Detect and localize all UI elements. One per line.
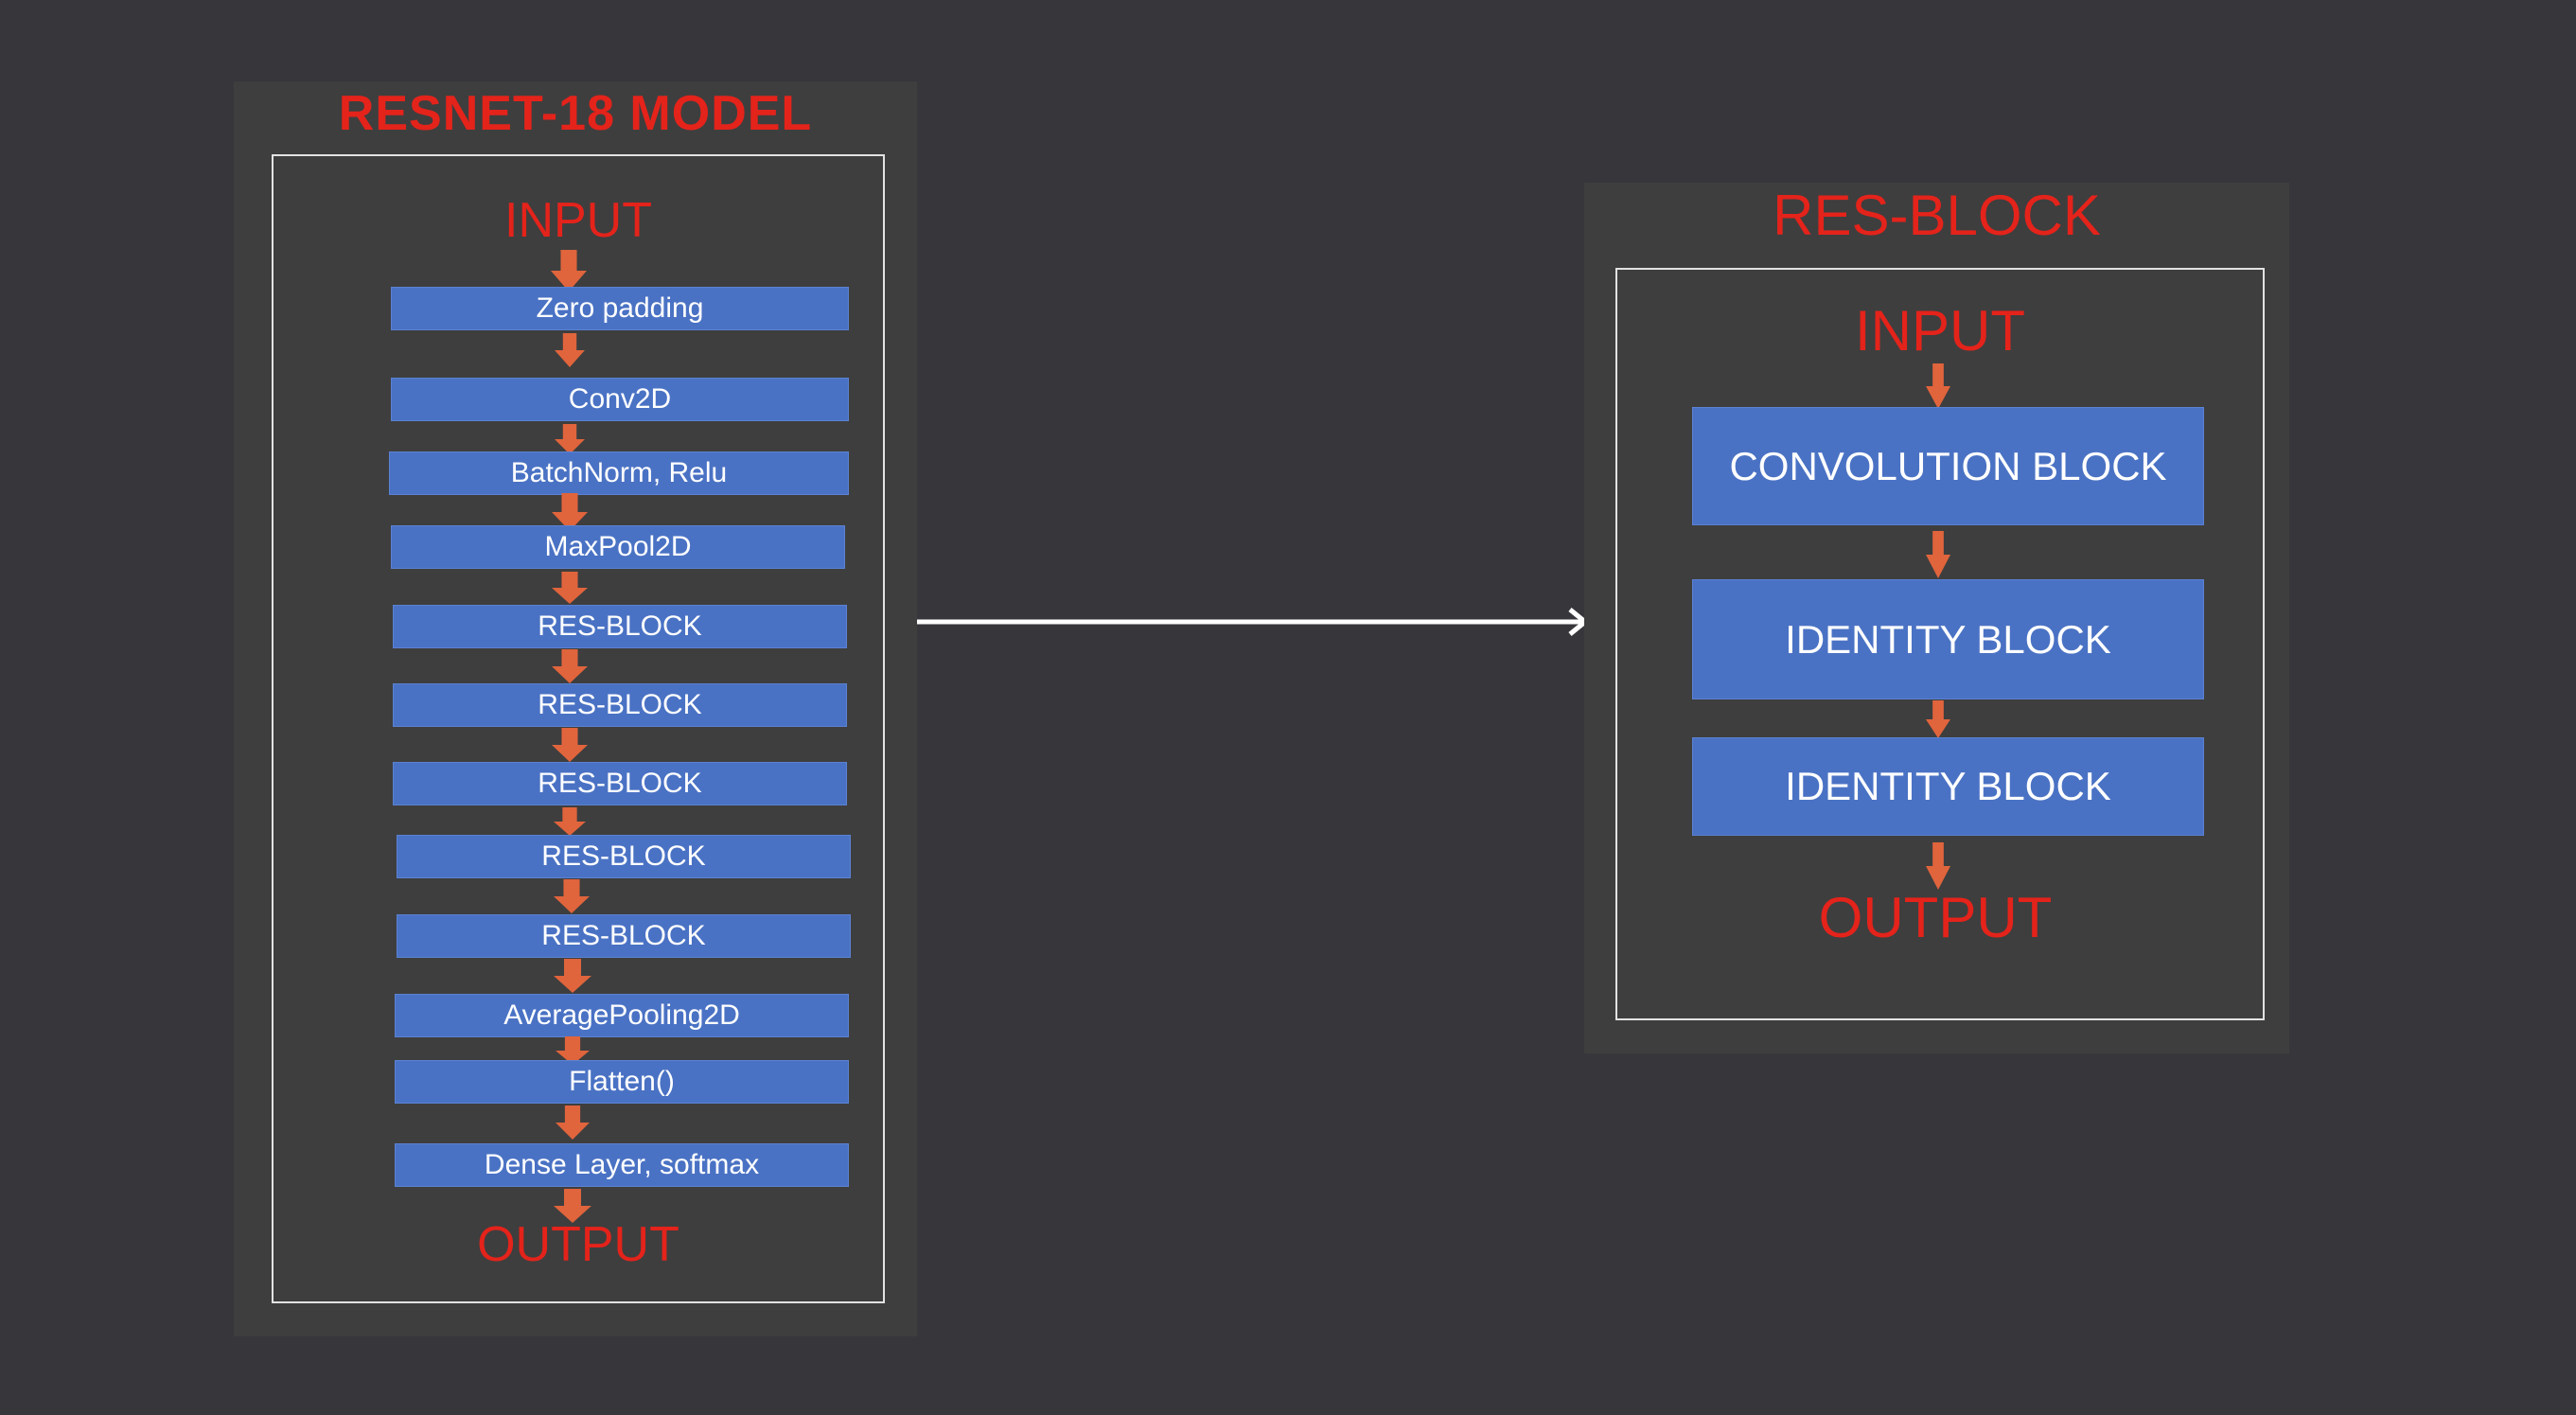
identity-block-2: IDENTITY BLOCK [1692,737,2204,836]
down-arrow-icon [555,424,585,454]
layer-zero-padding: Zero padding [391,287,849,330]
down-arrow-icon [1926,531,1950,578]
down-arrow-icon [556,1036,590,1065]
down-arrow-icon [552,649,588,683]
resnet-model-panel: RESNET-18 MODEL INPUT Zero padding Conv2… [234,81,917,1336]
res-block-title: RES-BLOCK [1773,184,2101,247]
down-arrow-icon [554,879,590,913]
down-arrow-icon [551,250,587,292]
resnet-model-frame: INPUT Zero padding Conv2D BatchNorm, Rel… [272,154,885,1303]
layer-res-block-4: RES-BLOCK [397,835,851,878]
res-block-output-label: OUTPUT [1818,886,2053,949]
down-arrow-icon [552,728,588,762]
resnet-model-title: RESNET-18 MODEL [338,86,813,141]
layer-res-block-5: RES-BLOCK [397,914,851,958]
down-arrow-icon [552,572,588,604]
down-arrow-icon [552,493,588,531]
layer-average-pooling2d: AveragePooling2D [395,994,849,1037]
res-block-panel: RES-BLOCK INPUT CONVOLUTION BLOCK IDENTI… [1584,183,2289,1053]
down-arrow-icon [555,333,585,367]
layer-res-block-1: RES-BLOCK [393,605,847,648]
res-block-frame: INPUT CONVOLUTION BLOCK IDENTITY BLOCK I… [1615,268,2265,1020]
layer-flatten: Flatten() [395,1060,849,1104]
down-arrow-icon [1926,842,1950,890]
convolution-block: CONVOLUTION BLOCK [1692,407,2204,525]
res-block-input-label: INPUT [1855,299,2025,363]
layer-res-block-2: RES-BLOCK [393,683,847,727]
down-arrow-icon [1926,700,1950,738]
layer-maxpool2d: MaxPool2D [391,525,845,569]
layer-batchnorm-relu: BatchNorm, Relu [389,451,849,495]
down-arrow-icon [556,1105,590,1140]
down-arrow-icon [554,1189,591,1223]
resnet-input-label: INPUT [504,193,652,248]
layer-conv2d: Conv2D [391,378,849,421]
resnet-output-label: OUTPUT [477,1217,679,1272]
down-arrow-icon [1926,363,1950,409]
down-arrow-icon [554,959,591,993]
layer-dense-softmax: Dense Layer, softmax [395,1143,849,1187]
expand-arrow-icon [917,606,1591,638]
identity-block-1: IDENTITY BLOCK [1692,579,2204,699]
down-arrow-icon [554,807,586,836]
layer-res-block-3: RES-BLOCK [393,762,847,805]
